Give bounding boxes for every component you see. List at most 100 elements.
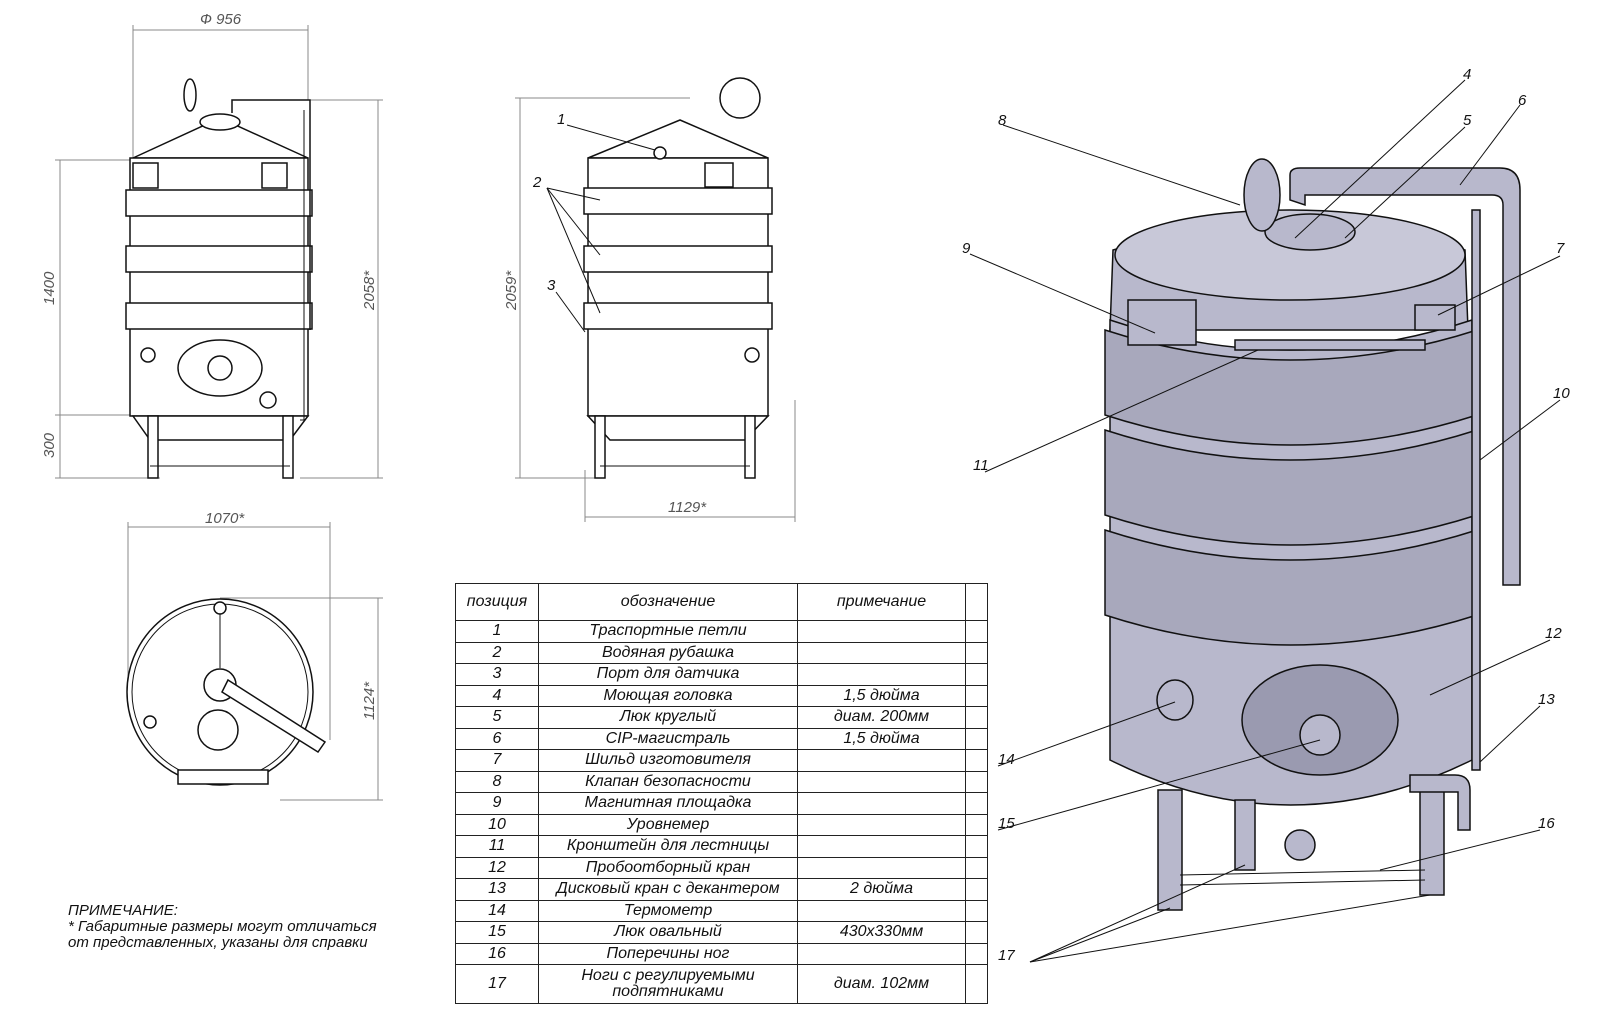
cell-name: Ноги с регулируемыми подпятниками [538, 964, 798, 1004]
dim-2058: 2058* [361, 270, 378, 311]
note-line-2: от представленных, указаны для справки [68, 934, 368, 951]
cell-pos: 7 [455, 749, 539, 772]
callout-2: 2 [532, 174, 542, 191]
callout-4: 4 [1463, 66, 1471, 83]
empty-cell [965, 835, 988, 858]
empty-cell [965, 899, 988, 922]
callout-leaders [969, 79, 1561, 963]
cell-name: Моющая головка [538, 684, 798, 707]
empty-cell [965, 749, 988, 772]
front-view: Ф 956 1400 300 2058* [41, 11, 383, 479]
cell-name: Поперечины ног [538, 942, 798, 965]
empty-cell [965, 641, 988, 664]
cell-pos: 6 [455, 727, 539, 750]
cell-pos: 13 [455, 878, 539, 901]
callout-11: 11 [973, 457, 989, 474]
footnote: ПРИМЕЧАНИЕ: * Габаритные размеры могут о… [68, 903, 377, 951]
cell-note [797, 792, 966, 815]
callout-9: 9 [962, 240, 971, 257]
dim-1124: 1124* [361, 681, 378, 720]
empty-cell [965, 964, 988, 1004]
header-position: позиция [455, 583, 539, 621]
cell-name: Пробоотборный кран [538, 856, 798, 879]
cell-note: 1,5 дюйма [797, 727, 966, 750]
empty-cell [965, 583, 988, 621]
cell-name: Клапан безопасности [538, 770, 798, 793]
callout-8: 8 [998, 112, 1007, 129]
cell-pos: 1 [455, 620, 539, 643]
dim-1070: 1070* [205, 510, 245, 527]
callout-16: 16 [1538, 815, 1555, 832]
callout-10: 10 [1553, 385, 1570, 402]
callout-13: 13 [1538, 691, 1555, 708]
cell-pos: 4 [455, 684, 539, 707]
empty-cell [965, 792, 988, 815]
cell-name: Порт для датчика [538, 663, 798, 686]
empty-cell [965, 706, 988, 729]
dim-1400: 1400 [41, 271, 58, 305]
cell-note: 1,5 дюйма [797, 684, 966, 707]
empty-cell [965, 663, 988, 686]
dim-1129: 1129* [668, 499, 707, 516]
cell-note: диам. 102мм [797, 964, 966, 1004]
cell-pos: 3 [455, 663, 539, 686]
empty-cell [965, 727, 988, 750]
cell-note [797, 942, 966, 965]
cell-note [797, 856, 966, 879]
callout-7: 7 [1556, 240, 1565, 257]
callout-17: 17 [998, 947, 1015, 964]
empty-cell [965, 684, 988, 707]
cell-note [797, 813, 966, 836]
empty-cell [965, 620, 988, 643]
cell-note [797, 835, 966, 858]
empty-cell [965, 813, 988, 836]
callout-15: 15 [998, 815, 1015, 832]
cell-note: диам. 200мм [797, 706, 966, 729]
callout-14: 14 [998, 751, 1015, 768]
cell-note [797, 663, 966, 686]
empty-cell [965, 770, 988, 793]
dim-300: 300 [41, 432, 58, 458]
cell-pos: 12 [455, 856, 539, 879]
cell-name: Кронштейн для лестницы [538, 835, 798, 858]
cell-note: 2 дюйма [797, 878, 966, 901]
dim-2059: 2059* [503, 270, 520, 311]
cell-note [797, 899, 966, 922]
top-view: 1070* 1124* [126, 510, 383, 801]
cell-pos: 10 [455, 813, 539, 836]
cell-pos: 15 [455, 921, 539, 944]
cell-name: CIP-магистраль [538, 727, 798, 750]
cell-pos: 11 [455, 835, 539, 858]
cell-name: Магнитная площадка [538, 792, 798, 815]
cell-pos: 5 [455, 706, 539, 729]
cell-note [797, 749, 966, 772]
cell-pos: 9 [455, 792, 539, 815]
note-title: ПРИМЕЧАНИЕ: [68, 902, 178, 919]
cell-name: Дисковый кран с декантером [538, 878, 798, 901]
cell-pos: 8 [455, 770, 539, 793]
cell-name: Уровнемер [538, 813, 798, 836]
cell-pos: 2 [455, 641, 539, 664]
table-header: позиция обозначение примечание [455, 583, 988, 621]
cell-pos: 17 [455, 964, 539, 1004]
header-note: примечание [797, 583, 966, 621]
empty-cell [965, 856, 988, 879]
cell-pos: 16 [455, 942, 539, 965]
cell-note [797, 641, 966, 664]
callout-3: 3 [547, 277, 556, 294]
note-line-1: * Габаритные размеры могут отличаться [68, 918, 377, 935]
